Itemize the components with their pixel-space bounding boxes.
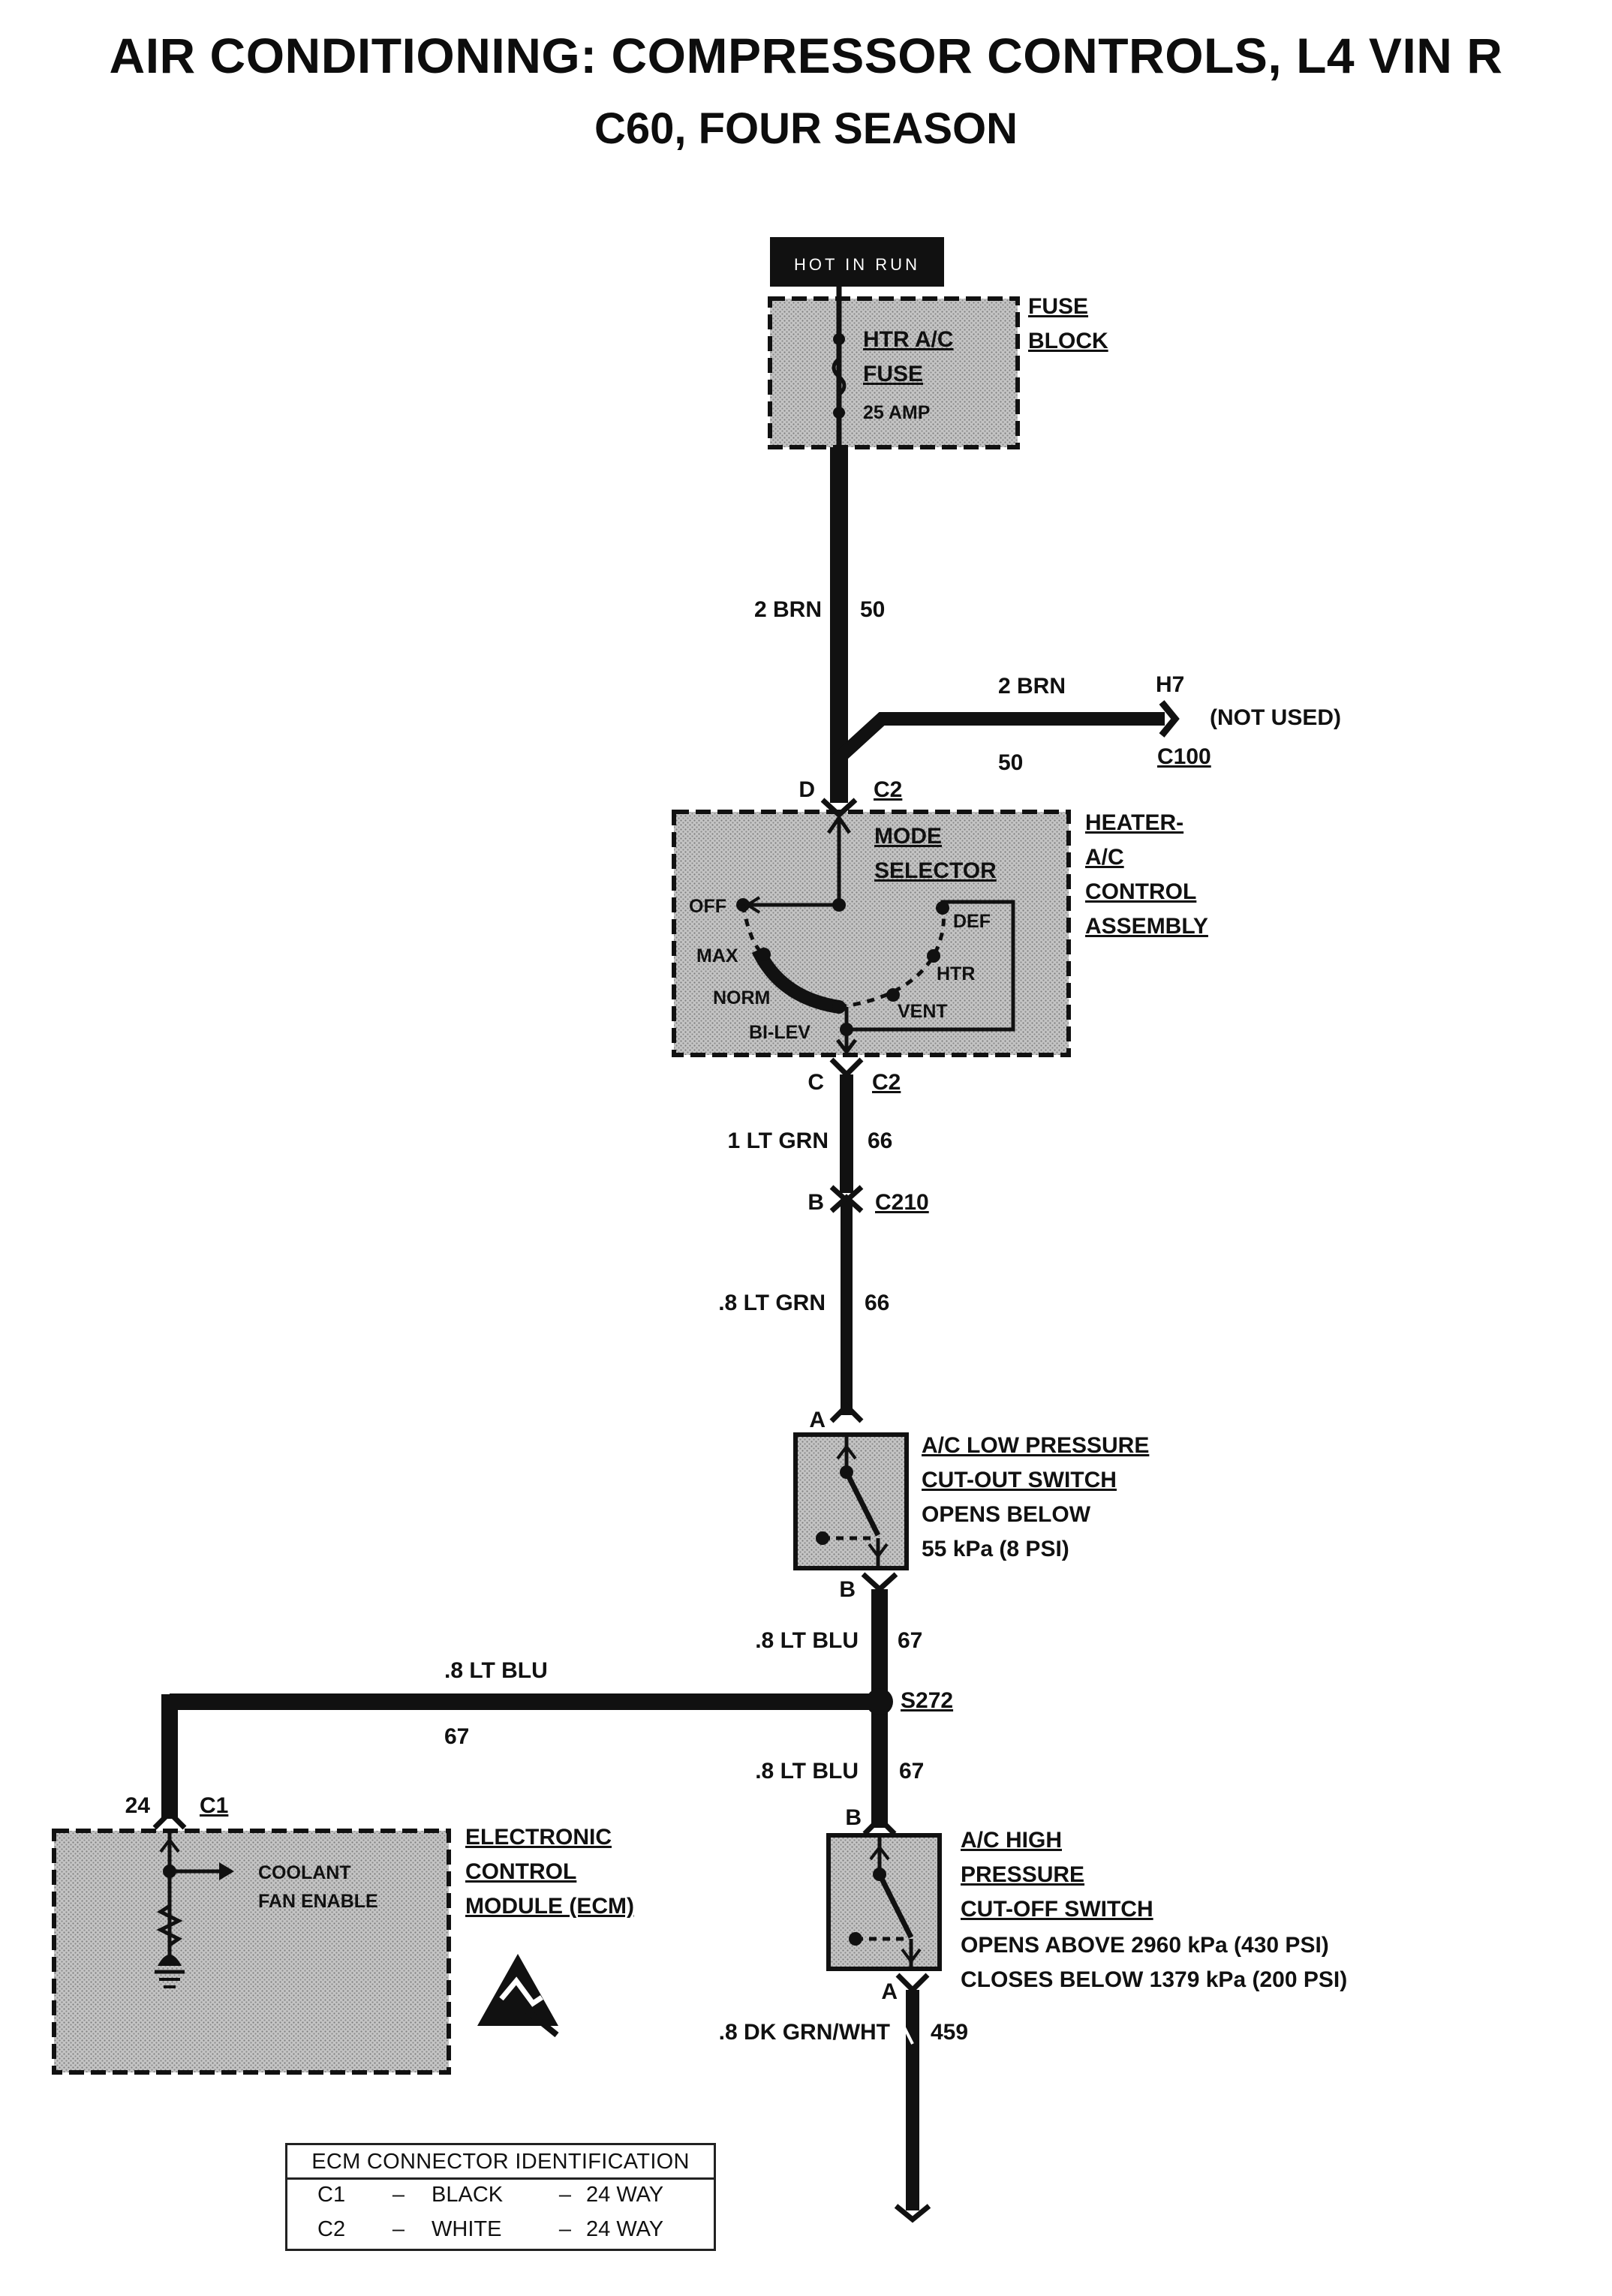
pos-bi-lev: BI-LEV xyxy=(749,1022,811,1043)
wire-66-upper-circuit: 66 xyxy=(868,1128,892,1153)
ecm-label-line3: MODULE (ECM) xyxy=(465,1894,634,1919)
lp-in-pin: A xyxy=(809,1408,826,1432)
mode-out-pin: C xyxy=(808,1070,824,1095)
pos-htr: HTR xyxy=(937,963,975,984)
wire-67-lower-gauge-color: .8 LT BLU xyxy=(755,1759,859,1784)
connector-c100: C100 xyxy=(1157,744,1211,769)
table-row: C1 – BLACK – 24 WAY xyxy=(287,2180,714,2214)
not-used-label: (NOT USED) xyxy=(1210,705,1341,730)
wire-67-ecm-circuit: 67 xyxy=(444,1724,469,1749)
ecm-output-line1: COOLANT xyxy=(258,1862,351,1883)
wire-67-upper-circuit: 67 xyxy=(898,1628,922,1653)
wire-50-circuit: 50 xyxy=(860,597,885,622)
wire-66 xyxy=(829,1057,864,1423)
hp-out-pin: A xyxy=(881,1979,898,2004)
lp-line1: A/C LOW PRESSURE xyxy=(922,1433,1149,1458)
ecm-output-line2: FAN ENABLE xyxy=(258,1891,378,1912)
fuse-rating: 25 AMP xyxy=(863,402,930,423)
fuse-block-label-line2: BLOCK xyxy=(1028,329,1108,353)
row-ways: 24 WAY xyxy=(586,2183,664,2207)
row-color: WHITE xyxy=(432,2217,502,2241)
hp-line2: PRESSURE xyxy=(961,1862,1084,1887)
wire-459 xyxy=(894,1973,931,2223)
wire-66-lower-circuit: 66 xyxy=(865,1291,889,1315)
pos-vent: VENT xyxy=(898,1001,948,1022)
low-pressure-switch xyxy=(793,1432,909,1570)
page-subtitle: C60, FOUR SEASON xyxy=(594,104,1018,153)
table-row: C2 – WHITE – 24 WAY xyxy=(287,2214,714,2249)
lp-line2: CUT-OUT SWITCH xyxy=(922,1468,1117,1492)
splice-s272: S272 xyxy=(901,1688,953,1713)
svg-text:HOT IN RUN: HOT IN RUN xyxy=(794,255,920,274)
row-dash: – xyxy=(558,2183,572,2207)
hvac-label-line1: HEATER- xyxy=(1085,810,1183,835)
fuse-block-label-line1: FUSE xyxy=(1028,294,1088,319)
wire-67-upper-gauge-color: .8 LT BLU xyxy=(755,1628,859,1653)
mode-selector-line1: MODE xyxy=(874,824,942,849)
lp-out-pin: B xyxy=(839,1577,856,1602)
hp-line5: CLOSES BELOW 1379 kPa (200 PSI) xyxy=(961,1967,1347,1992)
ecm-module: COOLANT FAN ENABLE xyxy=(52,1829,451,2075)
ecm-connector: C1 xyxy=(200,1793,228,1818)
wire-67 xyxy=(152,1572,898,1836)
wire-459-gauge-color: .8 DK GRN/WHT xyxy=(719,2020,890,2045)
c210-pin: B xyxy=(808,1190,824,1215)
mode-selector-line2: SELECTOR xyxy=(874,858,997,883)
pos-def: DEF xyxy=(953,911,991,932)
ecm-connector-table: ECM CONNECTOR IDENTIFICATION C1 – BLACK … xyxy=(285,2143,716,2251)
branch-circuit: 50 xyxy=(998,750,1023,775)
hp-line3: CUT-OFF SWITCH xyxy=(961,1897,1153,1922)
connector-c210: C210 xyxy=(875,1190,929,1215)
row-id: C2 xyxy=(317,2217,346,2241)
power-source-label: HOT IN RUN xyxy=(770,237,944,287)
mode-in-pin: D xyxy=(798,777,815,802)
lp-line3: OPENS BELOW xyxy=(922,1502,1091,1527)
heater-ac-control-assembly: MODE SELECTOR OFF MAX NORM BI-LEV VENT H… xyxy=(672,798,1071,1057)
esd-warning-icon xyxy=(477,1954,559,2038)
wire-459-circuit: 459 xyxy=(931,2020,968,2045)
wire-67-ecm-gauge-color: .8 LT BLU xyxy=(444,1658,548,1683)
lp-line4: 55 kPa (8 PSI) xyxy=(922,1537,1069,1561)
row-dash: – xyxy=(558,2217,572,2241)
wire-66-upper-gauge-color: 1 LT GRN xyxy=(728,1128,829,1153)
ecm-label-line2: CONTROL xyxy=(465,1859,576,1884)
connector-h7: H7 xyxy=(1156,672,1184,697)
pos-norm: NORM xyxy=(713,987,770,1008)
row-dash: – xyxy=(392,2217,405,2241)
high-pressure-switch xyxy=(826,1833,942,1971)
mode-in-connector: C2 xyxy=(874,777,902,802)
hp-in-pin: B xyxy=(845,1805,862,1830)
hp-line4: OPENS ABOVE 2960 kPa (430 PSI) xyxy=(961,1933,1329,1958)
hvac-label-line4: ASSEMBLY xyxy=(1085,914,1208,939)
fuse-block: HTR A/C FUSE 25 AMP xyxy=(768,287,1020,449)
page-title: AIR CONDITIONING: COMPRESSOR CONTROLS, L… xyxy=(109,28,1503,83)
hvac-label-line2: A/C xyxy=(1085,845,1124,870)
pos-off: OFF xyxy=(689,896,726,917)
row-id: C1 xyxy=(317,2183,346,2207)
branch-gauge-color: 2 BRN xyxy=(998,674,1066,699)
row-dash: – xyxy=(392,2183,405,2207)
pos-max: MAX xyxy=(696,945,738,966)
wire-50 xyxy=(830,447,1180,803)
hvac-label-line3: CONTROL xyxy=(1085,879,1196,904)
row-color: BLACK xyxy=(432,2183,504,2207)
ecm-table-header: ECM CONNECTOR IDENTIFICATION xyxy=(287,2145,714,2180)
ecm-pin: 24 xyxy=(125,1793,151,1818)
fuse-name-line1: HTR A/C xyxy=(863,327,954,352)
wire-50-gauge-color: 2 BRN xyxy=(754,597,822,622)
row-ways: 24 WAY xyxy=(586,2217,664,2241)
hp-line1: A/C HIGH xyxy=(961,1828,1062,1853)
wire-66-lower-gauge-color: .8 LT GRN xyxy=(718,1291,826,1315)
fuse-name-line2: FUSE xyxy=(863,362,923,386)
mode-out-connector: C2 xyxy=(872,1070,901,1095)
ecm-label-line1: ELECTRONIC xyxy=(465,1825,612,1850)
wire-67-lower-circuit: 67 xyxy=(899,1759,924,1784)
